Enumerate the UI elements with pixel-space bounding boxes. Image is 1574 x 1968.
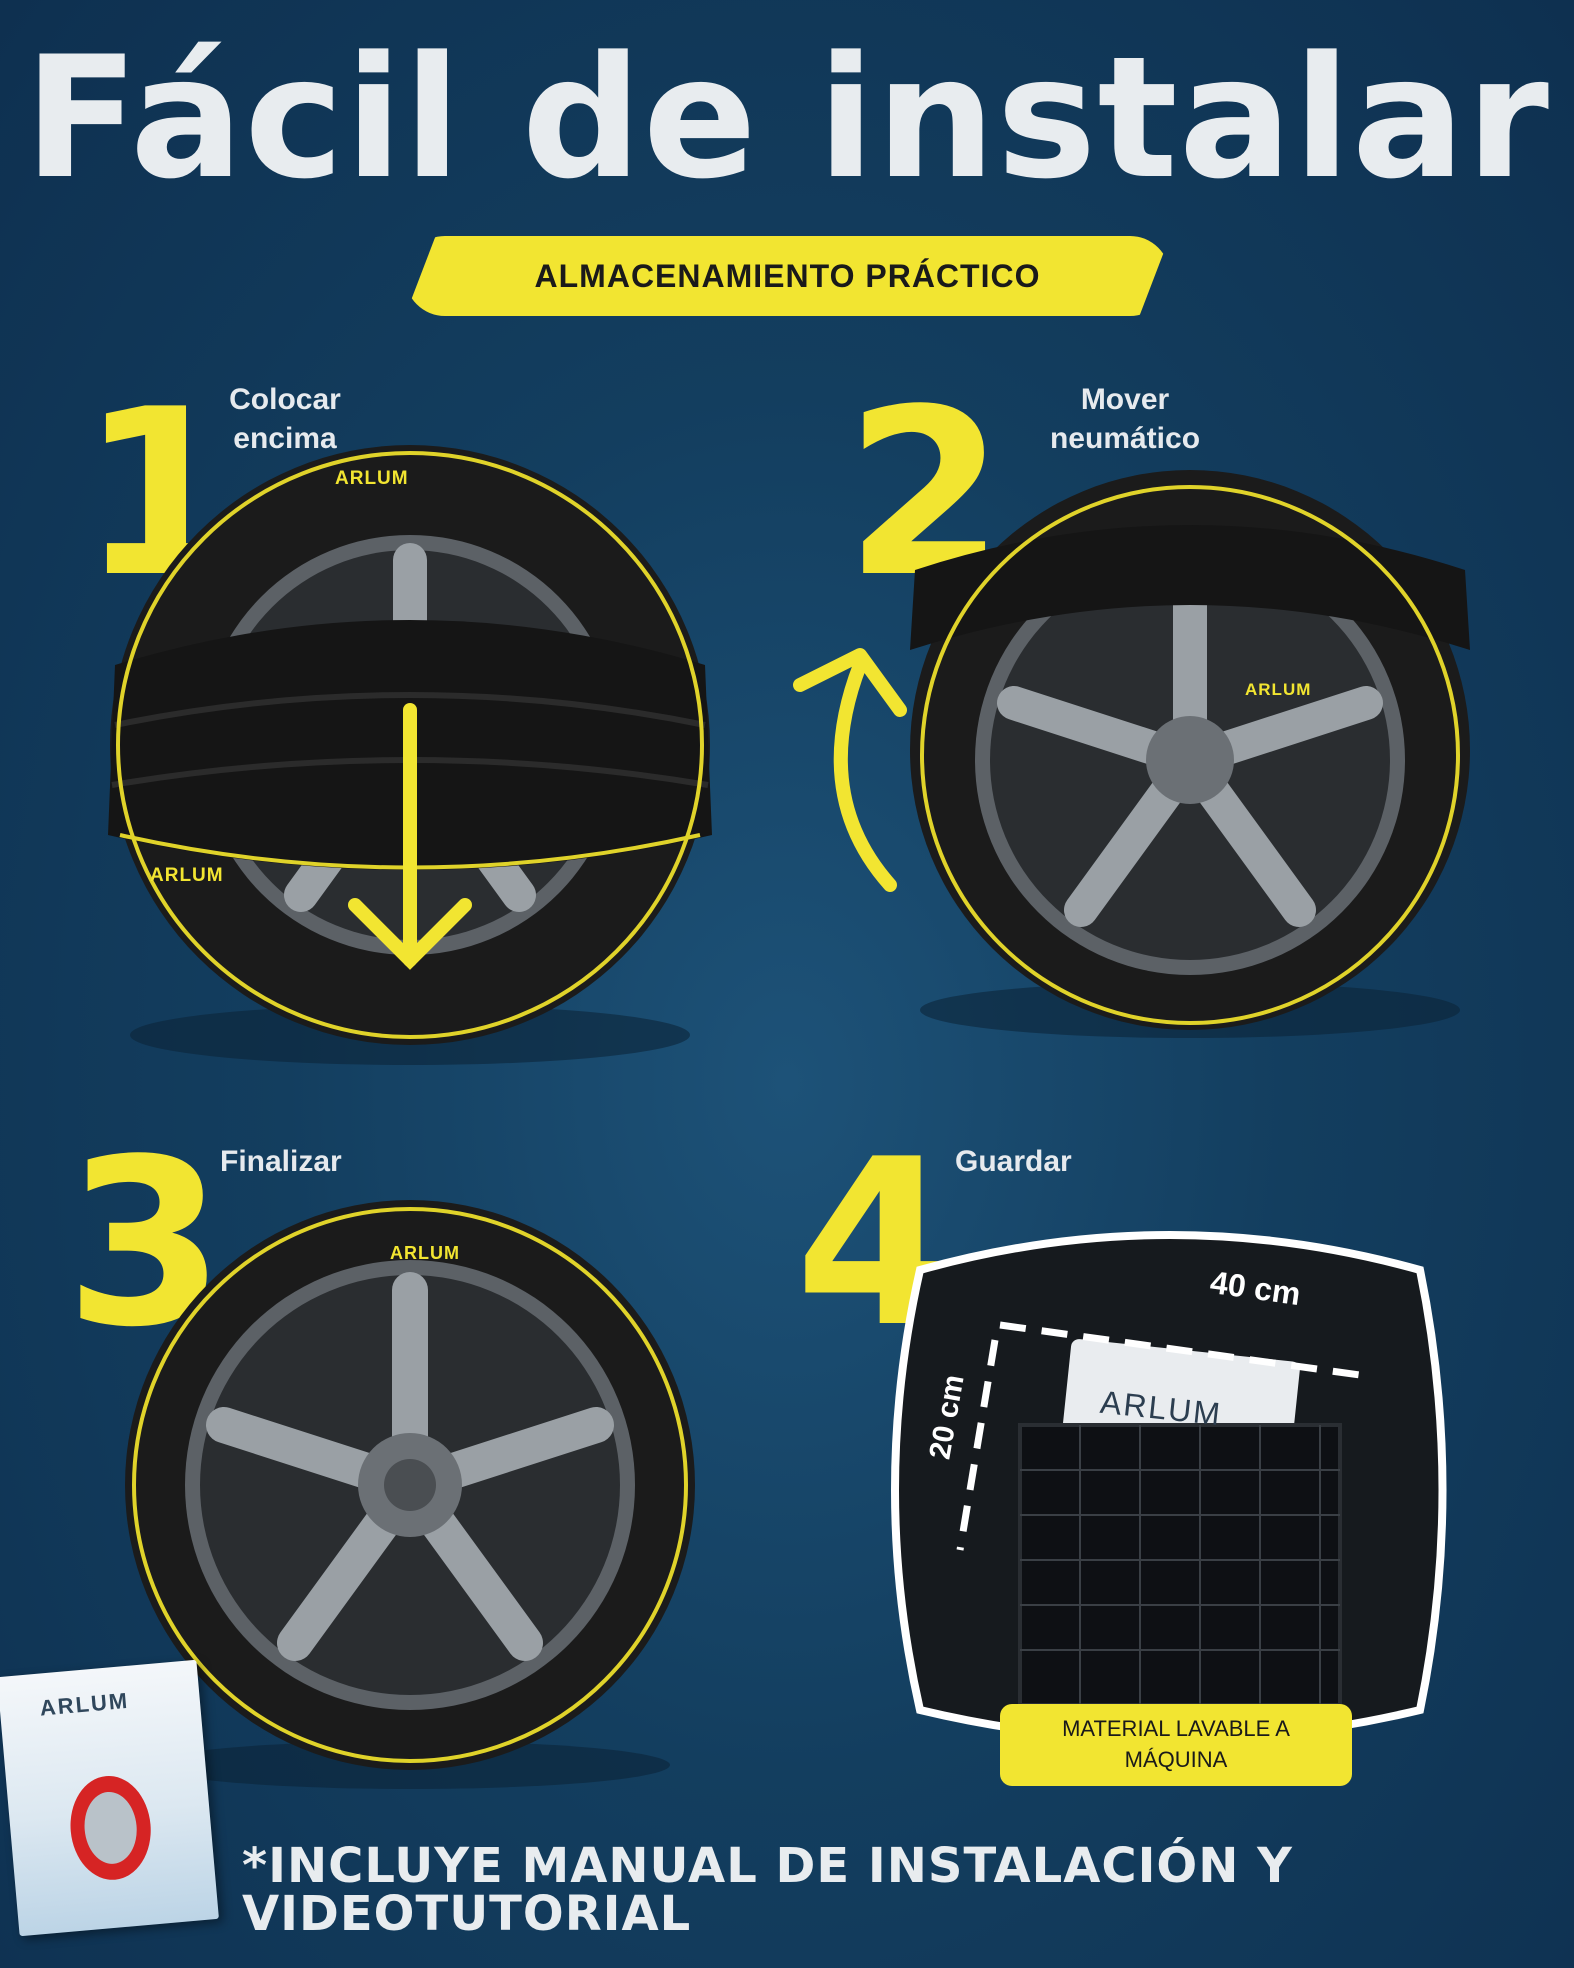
brand-label: ARLUM — [150, 865, 224, 886]
storage-trunk-image — [891, 1231, 1447, 1744]
wheel-covered-top — [108, 445, 712, 1065]
page-title: Fácil de instalar — [24, 20, 1550, 216]
instruction-manual-image: ARLUM — [0, 1659, 219, 1937]
step-4-label: Guardar — [955, 1145, 1072, 1178]
brand-label: ARLUM — [1245, 680, 1312, 699]
brand-label: ARLUM — [390, 1243, 460, 1263]
step-1-label: Colocar encima — [229, 383, 341, 455]
brand-label: ARLUM — [335, 468, 409, 489]
step-3-label: Finalizar — [220, 1145, 342, 1178]
included-manual-note: *INCLUYE MANUAL DE INSTALACIÓN Y VIDEOTU… — [242, 1838, 1293, 1942]
storage-banner: ALMACENAMIENTO PRÁCTICO — [405, 236, 1170, 316]
red-sock-tire-icon — [70, 1775, 151, 1880]
wheel-covered-rotating — [910, 470, 1470, 1038]
step-2-label: Mover neumático — [1049, 383, 1201, 455]
manual-brand-label: ARLUM — [38, 1687, 131, 1721]
washable-material-tag: MATERIAL LAVABLE A MÁQUINA — [1000, 1704, 1352, 1786]
rotate-arrow-icon — [793, 648, 907, 892]
wheel-covered-finished — [125, 1200, 695, 1789]
